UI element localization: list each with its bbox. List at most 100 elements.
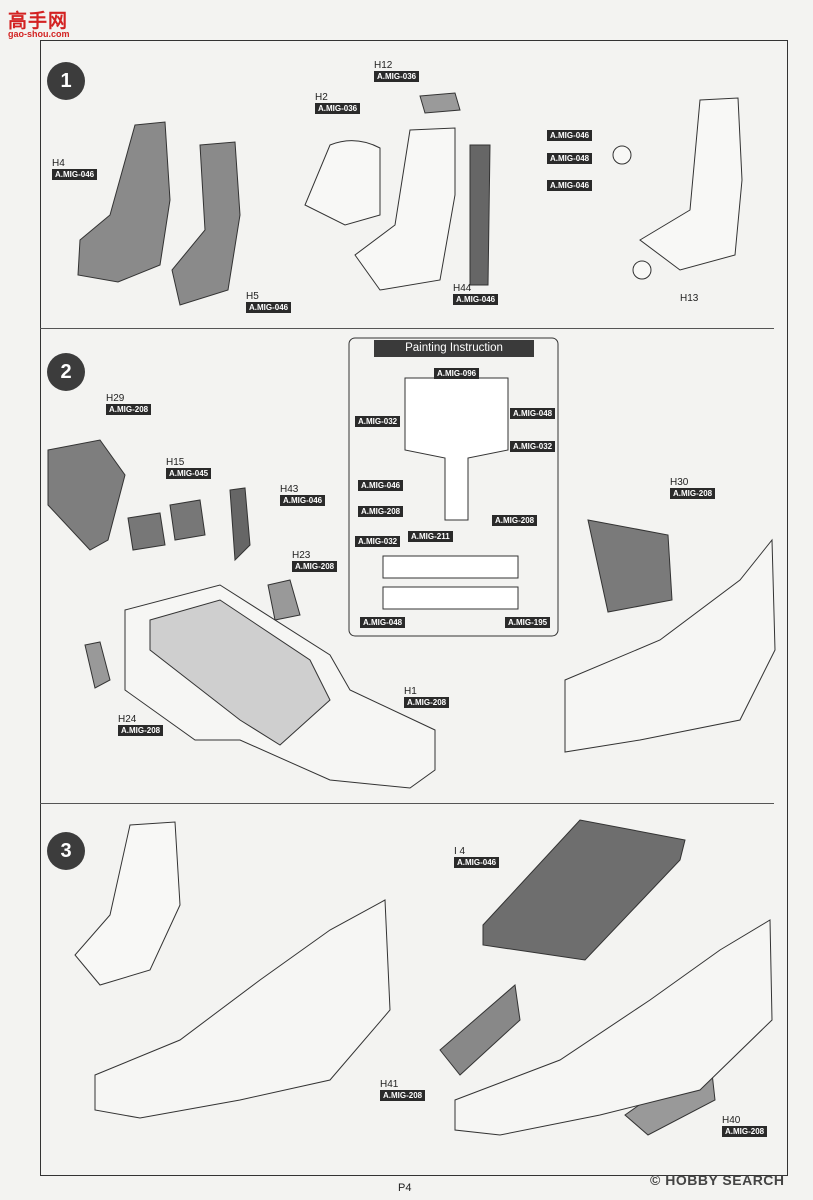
part-h43 [229,487,251,562]
paint-code: A.MIG-208 [492,515,538,526]
paint-code: A.MIG-195 [505,617,551,628]
watermark: © HOBBY SEARCH [650,1172,785,1188]
part-number: H43 [280,484,299,495]
paint-callout: A.MIG-208 [358,506,404,517]
page-number: P4 [398,1182,412,1194]
part-number: H29 [106,393,125,404]
paint-callout: A.MIG-032 [355,416,401,427]
paint-console-a [382,555,519,579]
paint-code: A.MIG-046 [280,495,326,506]
paint-code: A.MIG-208 [106,404,152,415]
section-divider [40,803,774,804]
paint-code: A.MIG-096 [434,368,480,379]
cockpit-assembly-side [564,538,776,753]
part-h24 [84,641,111,689]
part-number: H13 [680,293,699,304]
paint-code: A.MIG-208 [670,488,716,499]
paint-code: A.MIG-048 [547,153,593,164]
part-label-h24: H24 A.MIG-208 [118,714,164,736]
paint-code: A.MIG-046 [547,130,593,141]
part-number: H41 [380,1079,399,1090]
paint-code: A.MIG-045 [166,468,212,479]
coaming-i4 [482,819,686,961]
part-label-h41: H41 A.MIG-208 [380,1079,426,1101]
paint-code: A.MIG-032 [355,416,401,427]
paint-code: A.MIG-048 [360,617,406,628]
part-number: H12 [374,60,393,71]
paint-code: A.MIG-032 [355,536,401,547]
part-number: H4 [52,158,65,169]
paint-panel-main [404,377,509,521]
part-label-i4: I 4 A.MIG-046 [454,846,500,868]
part-label-h4: H4 A.MIG-046 [52,158,98,180]
ejection-seat-step3 [74,821,181,986]
paint-code: A.MIG-208 [722,1126,768,1137]
paint-code: A.MIG-046 [547,180,593,191]
paint-code: A.MIG-032 [510,441,556,452]
paint-callout: A.MIG-046 [547,180,593,191]
paint-code: A.MIG-211 [408,531,453,542]
part-number: I 4 [454,846,466,857]
paint-callout: A.MIG-096 [434,368,480,379]
part-label-h13: H13 [680,293,698,304]
site-logo-url: gao-shou.com [8,29,70,39]
panel-h41 [439,984,521,1076]
watermark-brand: HOBBY SEARCH [665,1172,785,1188]
part-h15-a [127,512,166,551]
part-label-h15: H15 A.MIG-045 [166,457,212,479]
part-h44 [469,144,491,286]
part-number: H23 [292,550,311,561]
painting-instruction-title: Painting Instruction [374,340,534,357]
step-number: 2 [47,353,85,391]
paint-code: A.MIG-046 [52,169,98,180]
handle-h13 [632,260,652,280]
paint-console-b [382,586,519,610]
paint-callout: A.MIG-046 [547,130,593,141]
site-logo: 高手网 gao-shou.com [8,6,88,40]
section-divider [40,328,774,329]
part-label-h12: H12 A.MIG-036 [374,60,420,82]
seat-half-h5 [171,141,241,306]
paint-code: A.MIG-036 [315,103,361,114]
paint-callout: A.MIG-048 [360,617,406,628]
paint-code: A.MIG-208 [292,561,338,572]
part-label-h5: H5 A.MIG-046 [246,291,292,313]
seat-half-h4 [77,121,171,283]
paint-callout: A.MIG-195 [505,617,551,628]
part-number: H30 [670,477,689,488]
page-frame [40,40,788,1176]
paint-callout: A.MIG-048 [510,408,556,419]
painting-instruction-box [348,337,559,637]
part-h15-b [169,499,206,541]
paint-callout: A.MIG-032 [510,441,556,452]
part-number: H24 [118,714,137,725]
step-number: 3 [47,832,85,870]
cockpit-tub-step3-left [94,899,391,1119]
paint-code: A.MIG-036 [374,71,420,82]
paint-code: A.MIG-208 [404,697,450,708]
part-number: H2 [315,92,328,103]
paint-code: A.MIG-046 [358,480,404,491]
paint-code: A.MIG-208 [358,506,404,517]
paint-callout: A.MIG-208 [492,515,538,526]
paint-callout: A.MIG-048 [547,153,593,164]
part-h12 [419,92,461,114]
paint-code: A.MIG-046 [453,294,499,305]
part-number: H40 [722,1115,741,1126]
part-number: H15 [166,457,185,468]
part-label-h40: H40 A.MIG-208 [722,1115,768,1137]
part-h23 [267,579,301,621]
paint-callout: A.MIG-032 [355,536,401,547]
paint-code: A.MIG-208 [118,725,164,736]
part-label-h43: H43 A.MIG-046 [280,484,326,506]
part-label-h29: H29 A.MIG-208 [106,393,152,415]
part-number: H44 [453,283,472,294]
step-number: 1 [47,62,85,100]
part-label-h1: H1 A.MIG-208 [404,686,450,708]
part-label-h44: H44 A.MIG-046 [453,283,499,305]
side-console-h30 [587,519,673,613]
seat-assembly-a [354,127,456,291]
watermark-mark: © [650,1172,661,1188]
cockpit-interior [149,599,331,746]
